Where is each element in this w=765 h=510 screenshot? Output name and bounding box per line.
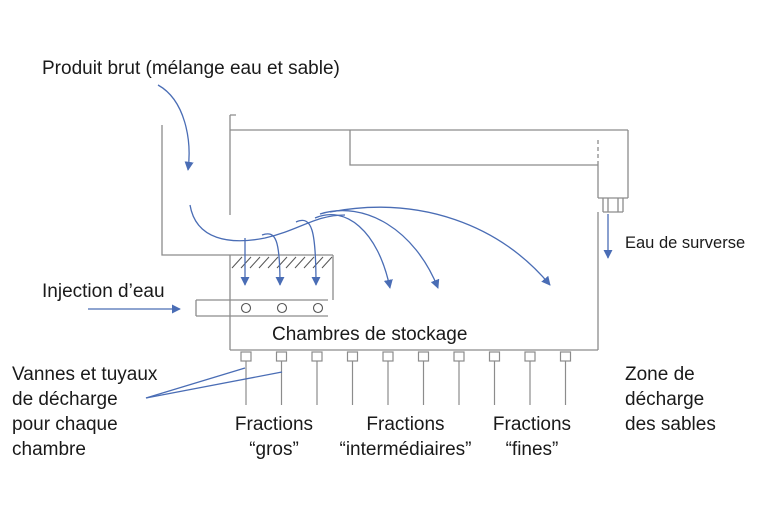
medium-fractions-label: Fractions “intermédiaires”: [328, 412, 483, 462]
valves-label-line: de décharge: [12, 389, 118, 410]
injection-nozzle: [312, 302, 324, 314]
discharge-valve: [417, 351, 430, 362]
fine-fractions-label: Fractions “fines”: [484, 412, 580, 462]
screen-hatching: [231, 256, 333, 269]
discharge-valve: [382, 351, 394, 362]
discharge-valves: [240, 351, 572, 405]
discharge-valve: [311, 351, 323, 362]
overflow-water-label: Eau de surverse: [625, 234, 746, 252]
medium-fractions-line: Fractions: [366, 414, 445, 435]
zone-label-line: décharge: [625, 389, 705, 410]
tank-left-wall: [229, 114, 236, 215]
valves-pointer-1: [145, 367, 246, 399]
raw-product-arrow: [157, 84, 194, 171]
valves-label-line: chambre: [12, 439, 86, 460]
valves-label-line: pour chaque: [12, 414, 118, 435]
raw-product-label: Produit brut (mélange eau et sable): [42, 58, 340, 79]
valves-label-line: Vannes et tuyaux: [12, 364, 158, 385]
fine-fractions-line: “fines”: [505, 439, 559, 460]
flow-arrow-6: [329, 206, 551, 286]
water-injection-label: Injection d’eau: [42, 281, 165, 302]
tank-structure: [161, 114, 629, 351]
overflow-launder: [349, 130, 598, 166]
storage-chambers-label: Chambres de stockage: [272, 324, 468, 345]
discharge-valve: [240, 351, 252, 362]
injection-nozzle: [276, 302, 288, 314]
injection-pipe: [195, 299, 328, 317]
discharge-valve: [453, 351, 465, 362]
coarse-fractions-label: Fractions “gros”: [226, 412, 322, 462]
fine-fractions-line: Fractions: [492, 414, 572, 435]
flow-arrow-2: [261, 233, 285, 286]
coarse-fractions-line: “gros”: [249, 439, 299, 460]
discharge-valve: [275, 351, 288, 362]
feed-flow-curve: [189, 204, 346, 242]
zone-label-line: Zone de: [625, 364, 695, 385]
valves-pointer-2: [145, 371, 283, 399]
flow-arrows: [88, 84, 613, 399]
discharge-valve: [488, 351, 501, 362]
discharge-valve: [346, 351, 359, 362]
discharge-valve: [524, 351, 536, 362]
coarse-fractions-line: Fractions: [234, 414, 314, 435]
sand-discharge-zone-label: Zone de décharge des sables: [625, 362, 716, 437]
flow-arrow-4: [314, 213, 393, 289]
injection-nozzles: [240, 302, 324, 314]
medium-fractions-line: “intermédiaires”: [339, 439, 472, 460]
inlet-wall: [161, 125, 230, 256]
overflow-outlet: [598, 197, 628, 213]
flow-arrow-5: [319, 209, 440, 289]
valves-label: Vannes et tuyaux de décharge pour chaque…: [12, 362, 157, 462]
flow-arrow-3: [295, 219, 321, 286]
injection-nozzle: [240, 302, 252, 314]
discharge-valve: [559, 351, 572, 362]
zone-label-line: des sables: [625, 414, 716, 435]
